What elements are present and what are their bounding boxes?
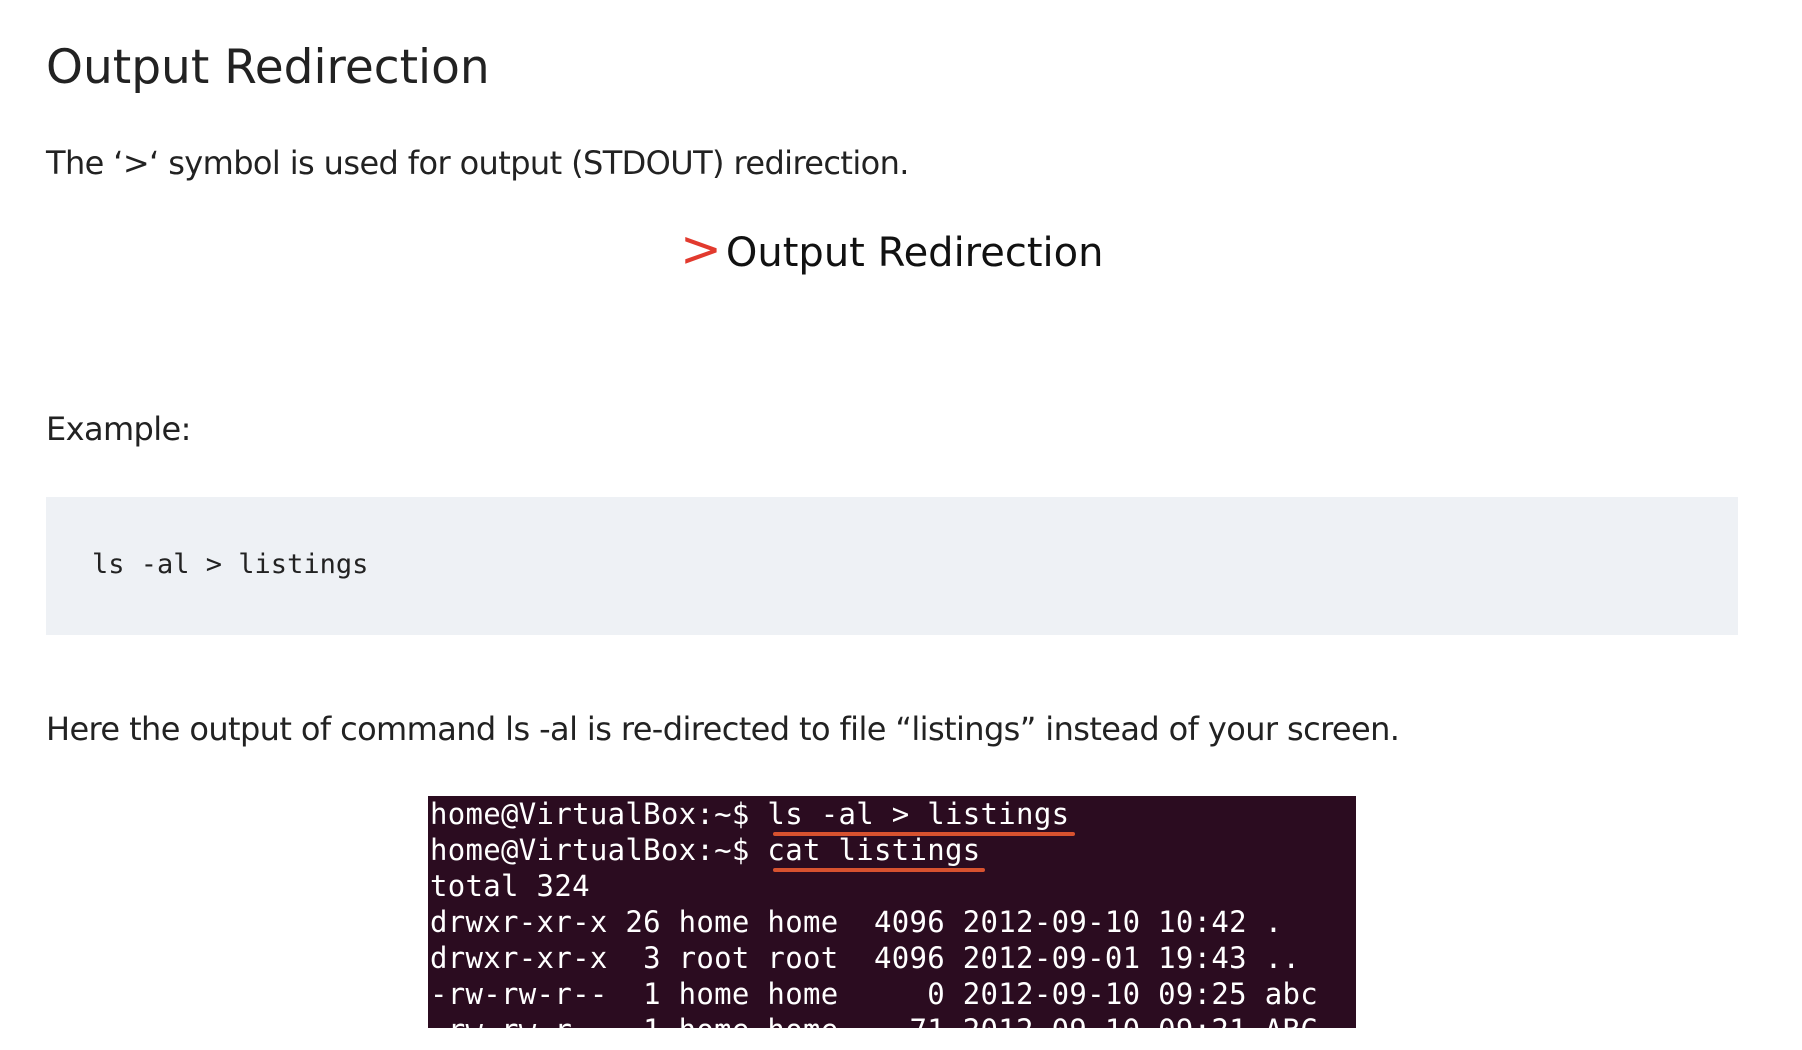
example-label: Example: xyxy=(46,410,191,448)
explanation-paragraph: Here the output of command ls -al is re-… xyxy=(46,710,1400,748)
output-redirection-banner-image: > Output Redirection xyxy=(680,224,1104,278)
command-underline xyxy=(773,868,985,872)
terminal-line: drwxr-xr-x 3 root root 4096 2012-09-01 1… xyxy=(430,941,1301,975)
terminal-line: home@VirtualBox:~$ cat listings xyxy=(430,833,981,867)
redirect-symbol-icon: > xyxy=(680,220,722,278)
banner-title: Output Redirection xyxy=(725,230,1104,276)
terminal-line: -rw-rw-r-- 1 home home 71 2012-09-10 09:… xyxy=(430,1012,1318,1028)
terminal-line: home@VirtualBox:~$ ls -al > listings xyxy=(430,797,1070,831)
terminal-line: -rw-rw-r-- 1 home home 0 2012-09-10 09:2… xyxy=(430,977,1318,1011)
code-text: ls -al > listings xyxy=(92,549,369,580)
terminal-line: drwxr-xr-x 26 home home 4096 2012-09-10 … xyxy=(430,905,1283,939)
intro-paragraph: The ‘>‘ symbol is used for output (STDOU… xyxy=(46,144,909,182)
page-heading: Output Redirection xyxy=(46,40,490,95)
terminal-line: total 324 xyxy=(430,869,590,903)
code-block: ls -al > listings xyxy=(46,497,1738,635)
command-underline xyxy=(773,832,1075,836)
terminal-screenshot: home@VirtualBox:~$ ls -al > listings hom… xyxy=(428,796,1356,1028)
